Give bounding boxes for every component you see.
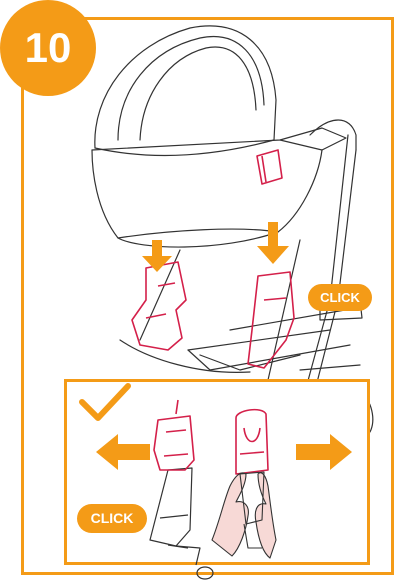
- checkmark-icon: [82, 386, 128, 418]
- click-label-bottom: CLICK: [77, 504, 147, 533]
- hand-left: [212, 473, 248, 556]
- hand-right: [255, 473, 276, 558]
- arrow-right-icon: [296, 434, 352, 470]
- mount-left: [150, 468, 192, 546]
- adapter-detail-left: [154, 416, 194, 470]
- arrow-left-icon: [96, 434, 150, 470]
